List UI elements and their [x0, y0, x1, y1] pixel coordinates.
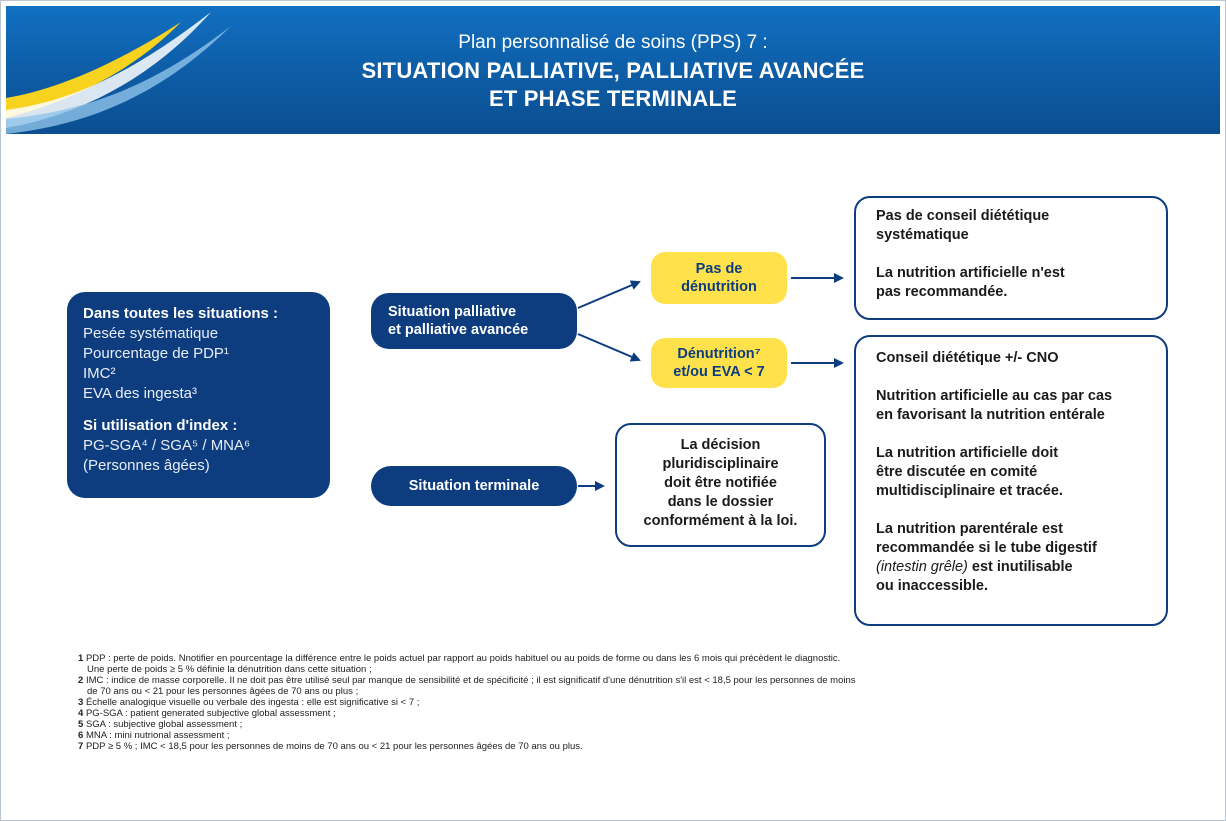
outcome-terminal-box: La décision pluridisciplinaire doit être…: [615, 423, 826, 547]
outcome-text: dans le dossier: [667, 494, 774, 510]
footnote: 4 PG-SGA : patient generated subjective …: [78, 708, 336, 719]
header-title-line2: ET PHASE TERMINALE: [488, 86, 738, 111]
all-situations-heading: Dans toutes les situations :: [83, 305, 279, 322]
footnote: 5 SGA : subjective global assessment ;: [78, 719, 243, 730]
italic-text: (intestin grêle): [876, 559, 968, 575]
outcome-text: recommandée si le tube digestif: [876, 540, 1097, 556]
outcome-denutrition-box: Conseil diététique +/- CNO Nutrition art…: [854, 335, 1168, 626]
footnote: 2 IMC : indice de masse corporelle. Il n…: [78, 675, 856, 686]
outcome-text: La nutrition artificielle n'est: [876, 265, 1065, 281]
outcome-no-denutrition-box: Pas de conseil diététique systématique L…: [854, 196, 1168, 320]
footnote-continuation: Une perte de poids ≥ 5 % définie la dénu…: [87, 664, 372, 675]
footnote: 6 MNA : mini nutrional assessment ;: [78, 730, 230, 741]
all-situations-box: Dans toutes les situations : Pesée systé…: [67, 292, 330, 498]
no-denut-line2: dénutrition: [681, 279, 757, 295]
list-item: Pesée systématique: [83, 325, 219, 342]
footnote: 3 Échelle analogique visuelle ou verbale…: [78, 697, 420, 708]
palliative-label-line1: Situation palliative: [388, 304, 517, 320]
palliative-situation-box: Situation palliative et palliative avanc…: [371, 293, 577, 349]
outcome-text: pas recommandée.: [876, 284, 1008, 300]
outcome-text: pluridisciplinaire: [662, 456, 779, 472]
swoosh-logo: [6, 12, 231, 134]
outcome-text: Nutrition artificielle au cas par cas: [876, 388, 1113, 404]
outcome-text: en favorisant la nutrition entérale: [876, 407, 1105, 423]
footnote-continuation: de 70 ans ou < 21 pour les personnes âgé…: [87, 686, 359, 697]
outcome-text: ou inaccessible.: [876, 578, 989, 594]
header-banner: Plan personnalisé de soins (PPS) 7 : SIT…: [6, 6, 1220, 134]
outcome-text: systématique: [876, 227, 969, 243]
header-title-line1: SITUATION PALLIATIVE, PALLIATIVE AVANCÉE: [361, 58, 865, 83]
outcome-text: est inutilisable: [967, 559, 1073, 575]
no-denutrition-box: Pas de dénutrition: [651, 252, 787, 304]
outcome-text: Conseil diététique +/- CNO: [876, 350, 1059, 366]
palliative-label-line2: et palliative avancée: [388, 322, 529, 338]
footnote: 1 PDP : perte de poids. Nnotifier en pou…: [78, 653, 841, 664]
arrow-to-no-denutrition: [577, 280, 641, 309]
index-heading: Si utilisation d'index :: [83, 417, 238, 434]
outcome-text: multidisciplinaire et tracée.: [876, 483, 1063, 499]
arrow-to-denutrition: [577, 333, 641, 362]
outcome-text-mixed: (intestin grêle) est inutilisable: [876, 558, 1166, 577]
outcome-text: Pas de conseil diététique: [876, 208, 1050, 224]
outcome-text: La décision: [680, 437, 761, 453]
list-item: PG-SGA⁴ / SGA⁵ / MNA⁶: [83, 437, 251, 454]
header-subtitle: Plan personnalisé de soins (PPS) 7 :: [458, 32, 768, 53]
terminal-label: Situation terminale: [408, 478, 540, 494]
denut-line2: et/ou EVA < 7: [673, 364, 765, 380]
outcome-text: La nutrition parentérale est: [876, 521, 1063, 537]
outcome-text: être discutée en comité: [876, 464, 1038, 480]
list-item: IMC²: [83, 365, 116, 382]
terminal-situation-box: Situation terminale: [371, 466, 577, 506]
denutrition-box: Dénutrition⁷ et/ou EVA < 7: [651, 338, 787, 388]
list-item: EVA des ingesta³: [83, 385, 197, 402]
outcome-text: La nutrition artificielle doit: [876, 445, 1059, 461]
footnotes: 1 PDP : perte de poids. Nnotifier en pou…: [78, 653, 1188, 752]
list-item: (Personnes âgées): [83, 457, 210, 474]
outcome-text: conformément à la loi.: [643, 513, 798, 529]
footnote: 7 PDP ≥ 5 % ; IMC < 18,5 pour les person…: [78, 741, 583, 752]
denut-line1: Dénutrition⁷: [677, 346, 761, 362]
no-denut-line1: Pas de: [695, 261, 743, 277]
outcome-text: doit être notifiée: [664, 475, 777, 491]
list-item: Pourcentage de PDP¹: [83, 345, 229, 362]
